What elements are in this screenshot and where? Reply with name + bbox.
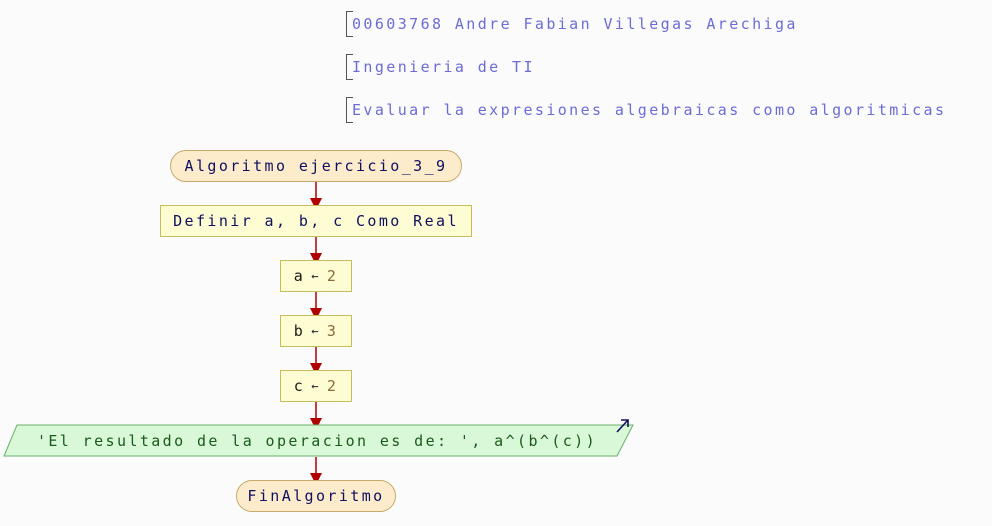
assign-b-value: 3 [326,322,339,340]
assign-c-value: 2 [326,377,339,395]
output-indicator-icon [616,419,629,433]
output-shape [3,424,634,457]
assign-c-var: c [293,377,306,395]
define-node: Definir a, b, c Como Real [160,205,472,237]
end-label: FinAlgoritmo [247,487,385,505]
output-node: 'El resultado de la operacion es de: ', … [14,425,620,456]
start-label: Algoritmo ejercicio_3_9 [184,157,448,175]
end-node: FinAlgoritmo [236,480,396,512]
left-arrow-icon: ← [311,324,321,338]
left-arrow-icon: ← [311,379,321,393]
left-arrow-icon: ← [311,269,321,283]
start-node: Algoritmo ejercicio_3_9 [170,150,462,182]
assign-b-var: b [293,322,306,340]
assign-b-node: b ← 3 [280,315,352,347]
assign-a-node: a ← 2 [280,260,352,292]
comment-student: 00603768 Andre Fabian Villegas Arechiga [346,11,798,37]
comment-career: Ingenieria de TI [346,54,535,80]
assign-a-var: a [293,267,306,285]
comment-description: Evaluar la expresiones algebraicas como … [346,97,946,123]
output-label: 'El resultado de la operacion es de: ', … [36,431,598,450]
assign-a-value: 2 [326,267,339,285]
define-label: Definir a, b, c Como Real [173,212,459,230]
assign-c-node: c ← 2 [280,370,352,402]
